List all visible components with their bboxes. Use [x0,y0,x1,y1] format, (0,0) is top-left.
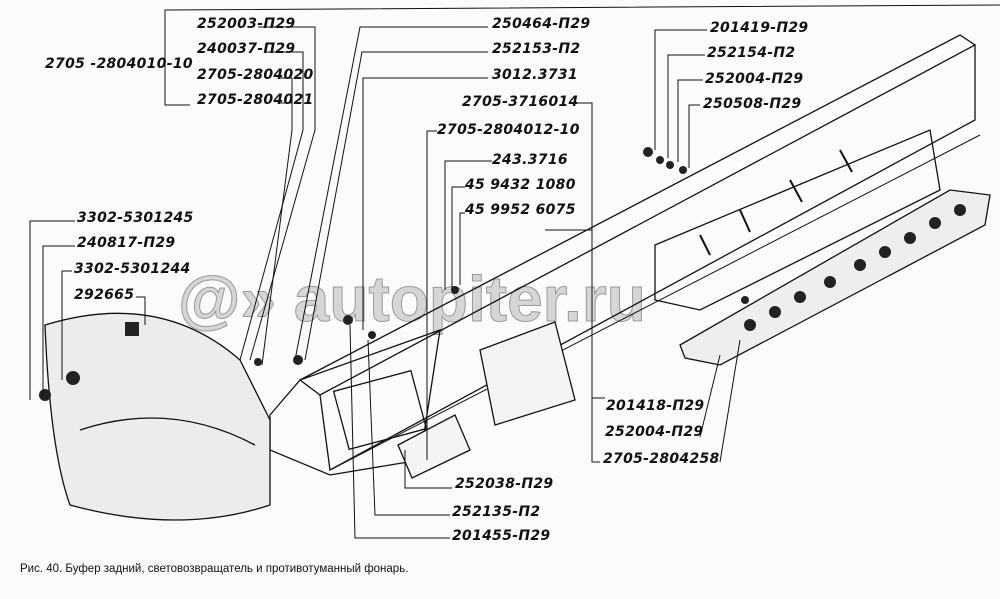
mounting-plate-cutout [332,369,428,451]
part-label: 252004-П29 [705,71,804,87]
leader-line [591,398,600,463]
leader-line [164,4,1000,65]
bumper-beam-edge [329,134,981,471]
step-bolt [904,232,916,244]
leader-line [294,26,488,361]
leader-line [367,339,450,516]
step-pad [679,189,991,366]
part-label: 250464-П29 [492,16,591,32]
step-bolt [879,246,891,258]
part-label: 252038-П29 [455,476,554,492]
leader-line [249,26,316,361]
watermark: @» autopiter.ru [178,263,647,336]
part-label: 201418-П29 [606,398,705,414]
bolt-icon [451,286,459,294]
bolt-icon [679,166,687,174]
leader-line [677,79,703,162]
bumper-bracket [654,129,941,311]
washer-icon [254,358,262,366]
leader-line [239,51,304,361]
leader-line [42,245,75,395]
step-bolt [854,259,866,271]
leader-line [404,450,452,489]
part-label: 201419-П29 [710,20,809,36]
step-bolt [794,291,806,303]
washer-icon [666,161,674,169]
leader-lines [29,4,1000,539]
leader-line [451,186,465,290]
fasteners [39,147,749,401]
leader-line [719,339,741,463]
part-label: 3302-5301244 [74,261,191,277]
fog-lamp [479,321,576,426]
leader-line [136,296,146,325]
part-label: 252004-П29 [605,424,704,440]
step-bolt [824,276,836,288]
part-label: 45 9432 1080 [465,177,576,193]
part-label: 2705-2804258 [603,451,720,467]
step-bolt [929,217,941,229]
nut-icon [293,355,303,365]
leader-line [699,354,721,438]
reflector [397,414,471,479]
bolt-icon [39,389,51,401]
leader-line [349,324,450,539]
nut-icon [66,371,80,385]
part-label: 2705-2804021 [197,92,314,108]
washer-icon [368,331,376,339]
part-label: 2705 -2804010-10 [45,56,193,72]
washer-icon [656,156,664,164]
bolt-icon [741,296,749,304]
figure-caption: Рис. 40. Буфер задний, световозвращатель… [20,563,409,575]
bumper-beam [298,34,977,472]
leader-line [61,270,72,380]
leader-line [459,212,465,285]
step-bolts [744,204,966,331]
leader-line [426,130,437,460]
part-label: 252154-П2 [707,45,796,61]
step-bolt [744,319,756,331]
part-label: 2705-3716014 [462,94,579,110]
corner-cap [44,312,271,521]
part-label: 2705-2804020 [197,67,314,83]
leader-line [688,104,700,168]
part-label: 243.3716 [492,152,568,168]
nut-icon [343,315,353,325]
leader-line [444,160,492,290]
step-bolt [954,204,966,216]
part-label: 2705-2804012-10 [437,122,580,138]
corner-cap-groove [79,417,256,446]
clip-icon [125,322,139,336]
leader-line [654,29,707,150]
part-label: 252003-П29 [197,16,296,32]
part-label: 3012.3731 [492,67,578,83]
part-label: 250508-П29 [703,96,802,112]
nut-icon [643,147,653,157]
leader-line [304,51,488,361]
bracket-ribs [699,149,853,256]
part-label: 252153-П2 [492,41,581,57]
part-label: 292665 [74,287,135,303]
part-label: 240817-П29 [77,235,176,251]
leader-line [575,102,605,399]
step-bolt [769,306,781,318]
leader-line [164,65,190,106]
part-label: 240037-П29 [197,41,296,57]
part-label: 45 9952 6075 [465,202,576,218]
leader-line [667,54,705,158]
part-label: 252135-П2 [452,504,541,520]
leader-line [261,77,293,366]
leader-line [362,77,488,330]
part-label: 3302-5301245 [77,210,194,226]
leader-line [29,220,75,400]
part-label: 201455-П29 [452,528,551,544]
